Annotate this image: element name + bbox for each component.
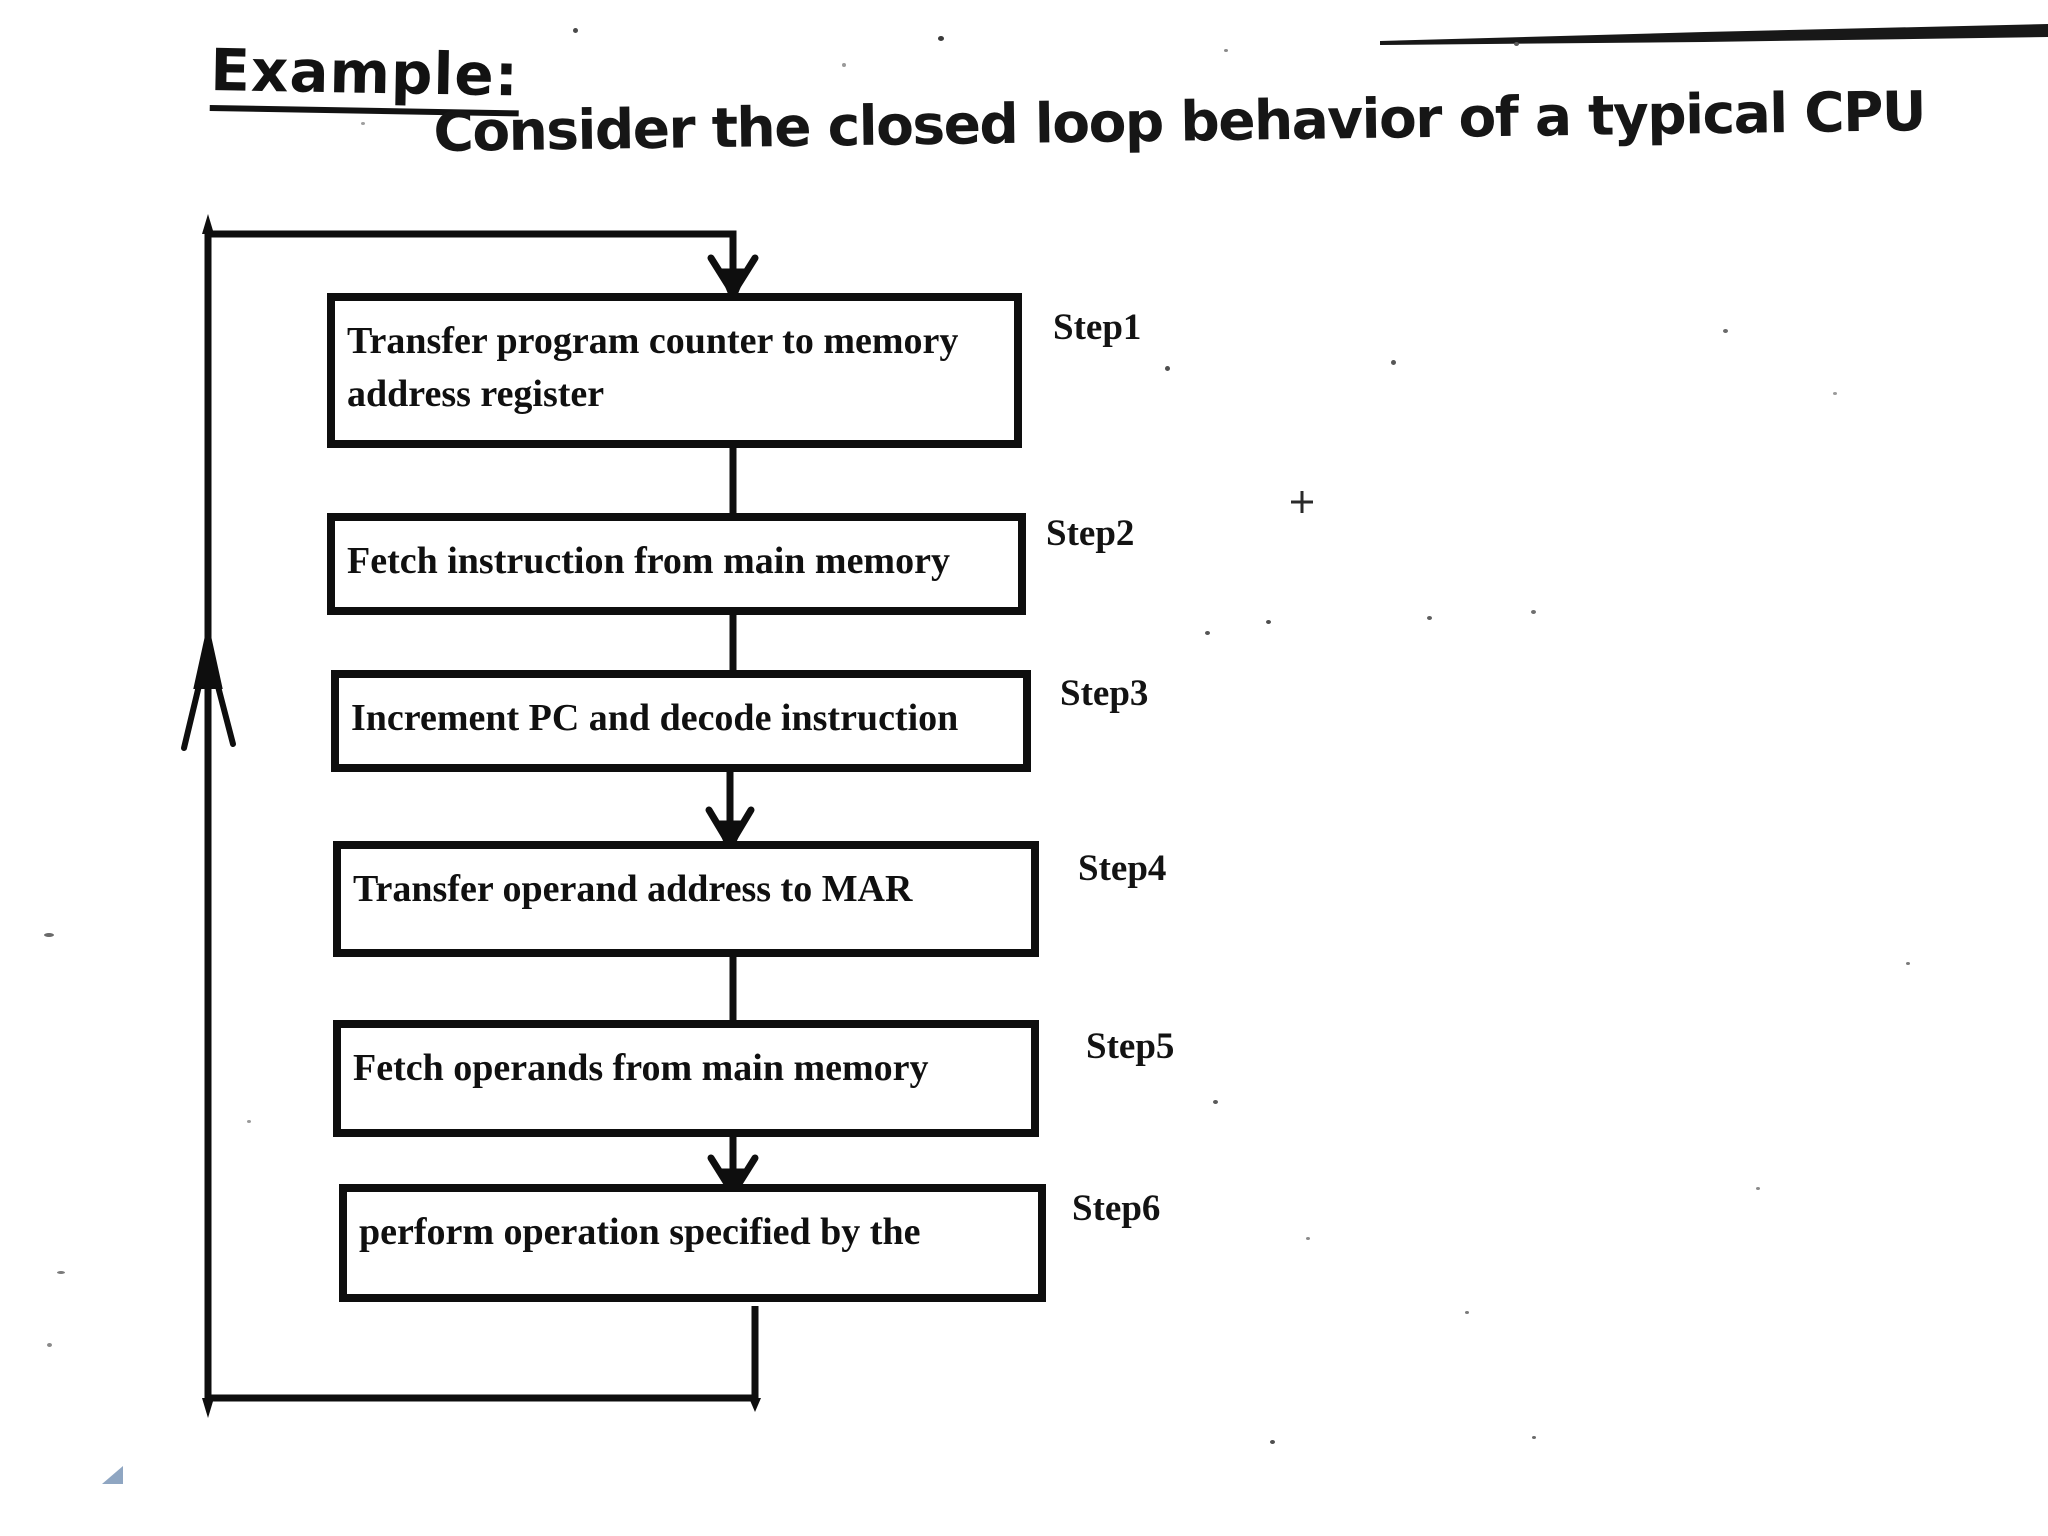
flow-box-label: Increment PC and decode instruction — [351, 697, 959, 739]
flow-box-step6: perform operation specified by the — [339, 1184, 1046, 1302]
flow-box-step3: Increment PC and decode instruction — [331, 670, 1031, 772]
scan-speck — [1224, 49, 1228, 52]
scan-streak — [1380, 24, 2048, 45]
scan-speck — [44, 933, 54, 937]
up-arrowhead-icon — [181, 635, 236, 751]
flow-box-label: Transfer operand address to MAR — [353, 868, 913, 910]
step-label-1: Step1 — [1053, 307, 1142, 348]
step-label-3: Step3 — [1060, 673, 1149, 714]
scan-speck — [1270, 1440, 1275, 1444]
scan-speck — [842, 63, 846, 67]
flow-box-step4: Transfer operand address to MAR — [333, 841, 1039, 957]
corner-tick-icon — [749, 1398, 761, 1412]
flow-box-label: Fetch instruction from main memory — [347, 540, 950, 582]
scan-speck — [1427, 616, 1432, 620]
scan-speck — [1306, 1237, 1310, 1240]
scan-speck — [1532, 1436, 1536, 1439]
corner-tick-icon — [202, 1398, 214, 1418]
scan-speck — [1833, 392, 1837, 395]
corner-tick-icon — [202, 214, 214, 234]
scan-speck — [1391, 360, 1396, 365]
scan-speck — [1205, 631, 1210, 635]
subtitle: Consider the closed loop behavior of a t… — [433, 79, 1926, 164]
flow-box-label: Fetch operands from main memory — [353, 1047, 929, 1089]
flow-box-step5: Fetch operands from main memory — [333, 1020, 1039, 1137]
step-label-6: Step6 — [1072, 1188, 1161, 1229]
scan-speck — [1723, 329, 1728, 333]
scan-speck — [1266, 620, 1271, 624]
flow-box-step1: Transfer program counter to memory addre… — [327, 293, 1022, 448]
scan-speck — [57, 1271, 65, 1274]
scan-speck — [1213, 1100, 1218, 1104]
scan-speck — [47, 1343, 52, 1347]
scan-speck — [247, 1120, 251, 1123]
scan-cross — [1291, 491, 1313, 513]
corner-cursor-icon — [102, 1466, 123, 1484]
step-label-4: Step4 — [1078, 848, 1167, 889]
flow-box-step2: Fetch instruction from main memory — [327, 513, 1026, 615]
scan-speck — [1531, 610, 1536, 614]
step-label-2: Step2 — [1046, 513, 1135, 554]
scan-speck — [573, 28, 578, 33]
scan-speck — [938, 36, 944, 41]
scan-speck — [1906, 962, 1910, 965]
scan-speck — [1165, 366, 1170, 371]
scan-speck — [1756, 1187, 1760, 1190]
step-label-5: Step5 — [1086, 1026, 1175, 1067]
down-arrowhead-icon — [707, 254, 759, 307]
scan-speck — [1514, 42, 1519, 46]
scan-speck — [1465, 1311, 1469, 1314]
scan-speck — [361, 122, 365, 125]
flow-box-label: Transfer program counter to memory addre… — [347, 320, 959, 416]
flow-box-label: perform operation specified by the — [359, 1211, 921, 1253]
